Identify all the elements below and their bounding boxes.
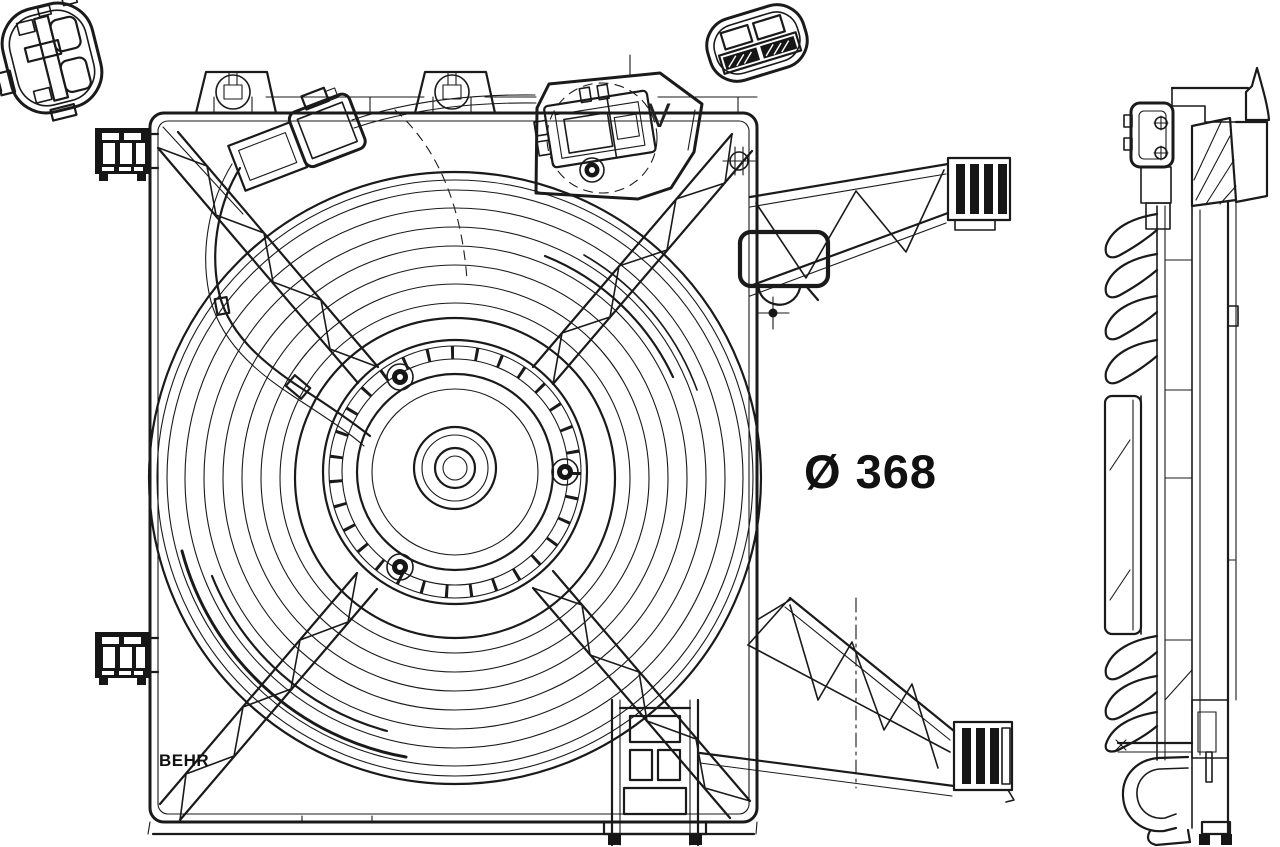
bottom-bracket xyxy=(602,698,708,847)
truss-bottom-right xyxy=(698,596,1015,803)
alignment-cross xyxy=(756,296,790,330)
mount-bracket-bottom-right xyxy=(952,720,1015,803)
front-view: V xyxy=(95,54,1015,847)
hub-bolt-1 xyxy=(386,363,414,391)
side-top-bracket xyxy=(1123,66,1271,230)
motor-hub xyxy=(321,338,589,606)
connector-detail-left xyxy=(0,0,104,122)
top-mount-tab-left xyxy=(194,70,278,115)
hub-bolt-2 xyxy=(551,458,579,486)
fan-rings xyxy=(147,109,763,786)
top-mount-tab-right xyxy=(413,70,497,115)
support-struts xyxy=(156,130,754,822)
brand-logo: BEHR xyxy=(159,751,209,770)
hub-bolt-3 xyxy=(386,553,414,581)
side-mount-tab-left-bottom xyxy=(95,632,160,685)
fastener-symbol-top xyxy=(722,146,756,176)
v-marking: V xyxy=(648,97,671,135)
side-mount-tab-left-top xyxy=(95,128,160,181)
side-fan-blades xyxy=(1104,212,1159,753)
connector-detail-top xyxy=(705,3,809,83)
side-view xyxy=(1103,66,1271,847)
truss-top-right xyxy=(748,156,1012,297)
wire-harness xyxy=(205,86,537,447)
side-bottom-hook xyxy=(1115,699,1232,847)
mount-bracket-top-right xyxy=(946,156,1012,231)
label-plate xyxy=(737,229,831,306)
diameter-label: Ø 368 xyxy=(804,445,937,498)
side-motor-plate xyxy=(1103,394,1143,636)
top-connector-bracket: V xyxy=(533,54,704,201)
